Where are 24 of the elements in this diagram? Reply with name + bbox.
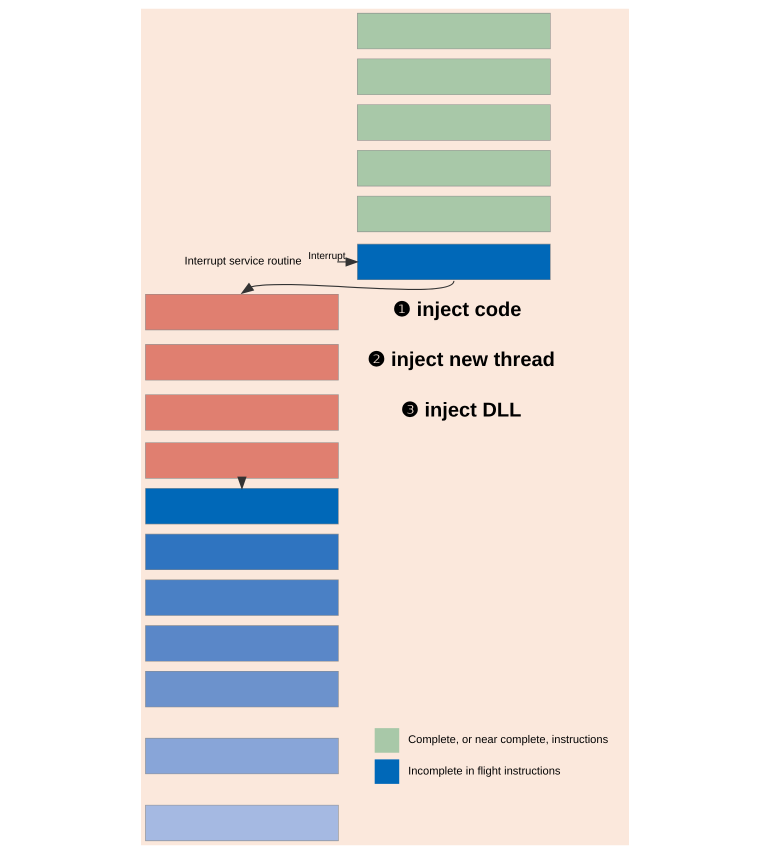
arrow — [240, 280, 454, 294]
node-bar — [356, 196, 550, 232]
node-bar — [144, 738, 338, 774]
node-bar — [144, 534, 338, 570]
node-bar — [144, 294, 338, 330]
node-bar — [144, 394, 338, 431]
node-bar — [144, 580, 338, 616]
label: ❸ inject DLL — [400, 399, 521, 422]
node-bar — [144, 625, 338, 662]
node-bar — [144, 804, 338, 842]
legend-label: Complete, or near complete, instructions — [408, 734, 608, 746]
node-bar — [356, 104, 550, 141]
node-bar — [356, 244, 550, 280]
label: Interrupt service routine — [184, 256, 302, 268]
label: ❶ inject code — [392, 298, 521, 321]
node-bar — [144, 344, 338, 380]
node-bar — [356, 150, 550, 186]
legend-label: Incomplete in flight instructions — [408, 765, 560, 778]
node-bar — [356, 12, 550, 50]
label: ❷ inject new thread — [366, 349, 554, 372]
node-bar — [144, 671, 338, 708]
node-bar — [144, 488, 338, 524]
node-bar — [356, 58, 550, 95]
edge-label: Interrupt — [308, 250, 346, 262]
